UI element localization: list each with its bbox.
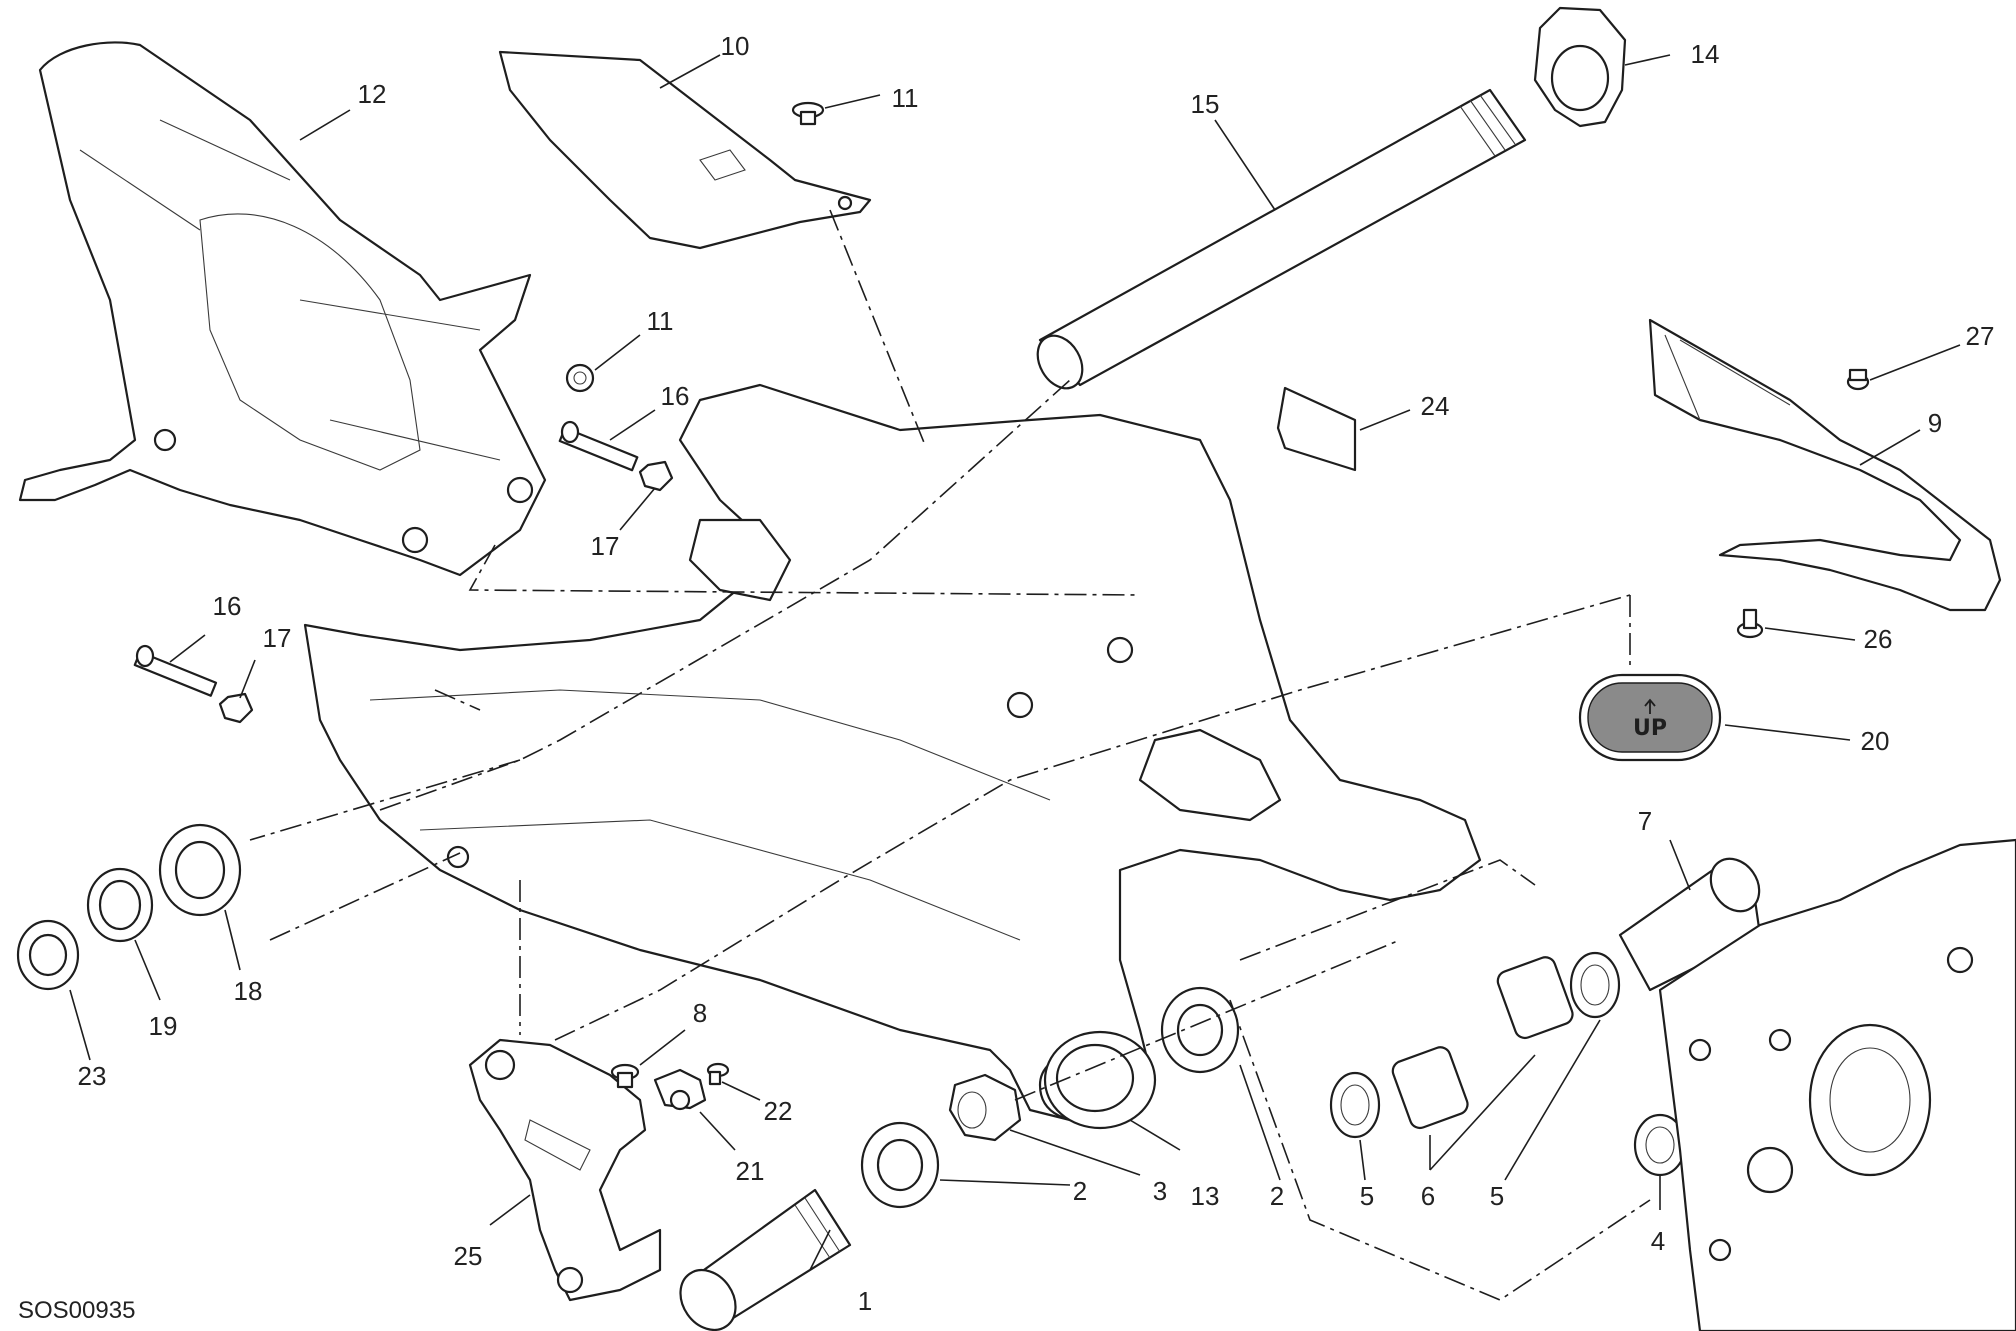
callout-17-upper: 17 (591, 531, 620, 561)
part-up-cap: UP (1578, 673, 1722, 762)
part-pivot-hub (1043, 1030, 1157, 1130)
callout-11-mid: 11 (647, 306, 674, 336)
part-screw-mid (565, 363, 595, 393)
callout-2-left: 2 (1073, 1176, 1087, 1206)
callout-labels: 1 2 2 3 4 5 5 6 7 8 9 10 11 11 12 13 14 … (78, 31, 1995, 1316)
callout-17-lower: 17 (263, 623, 292, 653)
callout-2-right: 2 (1270, 1181, 1284, 1211)
callout-8: 8 (693, 998, 707, 1028)
callout-21: 21 (736, 1156, 765, 1186)
callout-11-top: 11 (892, 83, 919, 113)
part-screw-26 (1736, 608, 1764, 639)
callout-5-right: 5 (1490, 1181, 1504, 1211)
callout-18: 18 (234, 976, 263, 1006)
callout-13: 13 (1191, 1181, 1220, 1211)
part-engine-case (1658, 838, 2016, 1331)
part-screw-27 (1846, 368, 1870, 391)
up-cap-label: UP (1633, 716, 1667, 741)
callout-9: 9 (1928, 408, 1942, 438)
callout-23: 23 (78, 1061, 107, 1091)
part-screw-top (791, 101, 825, 126)
leader-lines (69, 54, 1961, 1271)
part-axle-nut-top (1533, 6, 1627, 128)
part-pivot-pin-right (1618, 857, 1762, 992)
part-axle-adjuster (158, 823, 242, 917)
callout-15: 15 (1191, 89, 1220, 119)
callout-5-left: 5 (1360, 1181, 1374, 1211)
part-chain-guard-lower (1648, 318, 2002, 612)
callout-14: 14 (1691, 39, 1720, 69)
part-seal-lower (1329, 1071, 1381, 1139)
part-chain-guard (498, 50, 872, 250)
part-nut-lower (218, 692, 254, 724)
callout-24: 24 (1421, 391, 1450, 421)
part-seal-upper (1569, 951, 1621, 1019)
callout-3: 3 (1153, 1176, 1167, 1206)
part-caliper-bracket (468, 1038, 662, 1302)
part-washer (86, 867, 154, 943)
callout-10: 10 (721, 31, 750, 61)
part-screw-8 (610, 1063, 640, 1089)
callout-12: 12 (358, 79, 387, 109)
part-screw-22 (706, 1062, 730, 1086)
callout-20: 20 (1861, 726, 1890, 756)
part-bolt-upper (558, 420, 639, 472)
part-bolt-lower (133, 644, 218, 697)
part-bearing-left (860, 1121, 940, 1209)
callout-16-upper: 16 (661, 381, 690, 411)
callout-6: 6 (1421, 1181, 1435, 1211)
callout-22: 22 (764, 1096, 793, 1126)
callout-25: 25 (454, 1241, 483, 1271)
part-axle-nut-left (16, 919, 80, 991)
callout-26: 26 (1864, 624, 1893, 654)
part-label-sticker (1276, 386, 1357, 472)
callout-19: 19 (149, 1011, 178, 1041)
callout-27: 27 (1966, 321, 1995, 351)
part-needle-bearing-upper (1496, 956, 1574, 1040)
callout-4: 4 (1651, 1226, 1665, 1256)
part-wheel-axle (1036, 88, 1527, 390)
part-spacer (948, 1073, 1022, 1142)
callout-16-lower: 16 (213, 591, 242, 621)
part-rear-mudguard (18, 41, 547, 577)
part-nut-upper (638, 460, 674, 492)
assembly-lines (249, 209, 1651, 1301)
callout-1: 1 (858, 1286, 872, 1316)
part-hose-clip (653, 1068, 707, 1111)
part-pivot-pin (679, 1188, 852, 1331)
part-needle-bearing-lower (1391, 1046, 1469, 1130)
part-bearing-right (1160, 986, 1240, 1074)
drawing-reference-code: SOS00935 (18, 1297, 135, 1324)
callout-7: 7 (1638, 806, 1652, 836)
